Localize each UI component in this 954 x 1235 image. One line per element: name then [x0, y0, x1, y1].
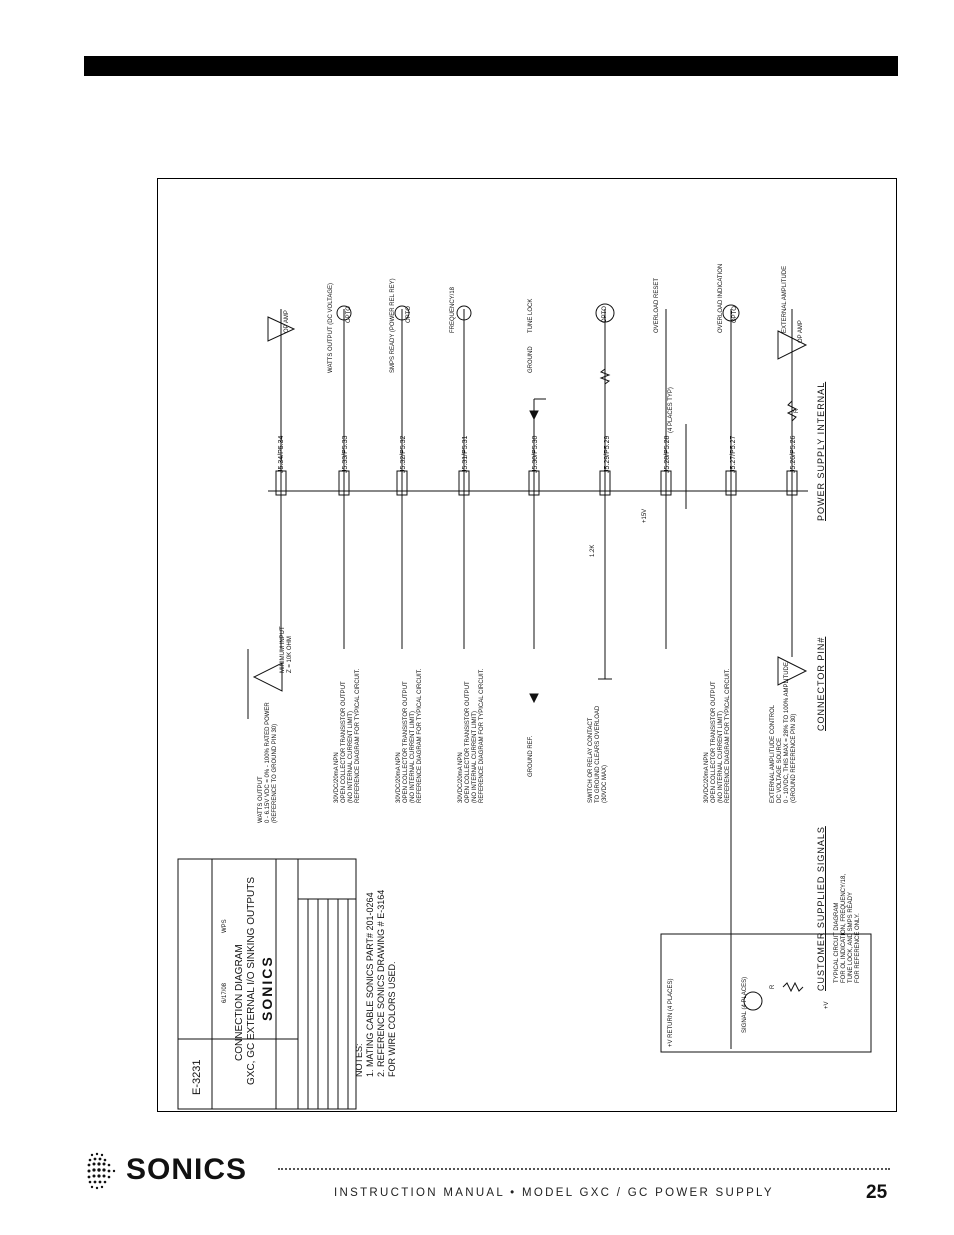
comp-1-2k: 1.2K	[590, 544, 596, 557]
pin-30: J5.30/P5.30	[532, 435, 539, 473]
customer-note-3: SWITCH OR RELAY CONTACT TO GROUND CLEARS…	[588, 705, 608, 803]
customer-note-1: EXTERNAL AMPLITUDE CONTROL DC VOLTAGE SO…	[770, 662, 797, 803]
customer-note-8: WATTS OUTPUT 0 - 6.15V VDC = 0% - 100% R…	[258, 702, 278, 823]
typical-plus-v: +V	[824, 1001, 830, 1009]
footer-dotted-rule	[278, 1168, 890, 1170]
label-smps-ready: SMPS READY (POWER REL REY)	[390, 278, 396, 373]
title-block-title-2: CONNECTION DIAGRAM	[234, 944, 245, 1061]
typical-signal: SIGNAL (4 PLACES)	[742, 976, 748, 1033]
pin-31: J5.31/P5.31	[462, 435, 469, 473]
customer-note-7: 30VDC/20mA NPN OPEN COLLECTOR TRANSISTOR…	[334, 668, 361, 803]
schematic-frame: POWER SUPPLY INTERNAL CONNECTOR PIN# CUS…	[157, 178, 897, 1112]
label-overload-indication: OVERLOAD INDICATION	[718, 263, 724, 333]
pin-28: J5.28/P5.28	[664, 435, 671, 473]
header-connector-pin: CONNECTOR PIN#	[816, 636, 826, 731]
comp-op-amp-1: OP AMP	[798, 320, 804, 343]
comp-opto-1: OPTO	[732, 306, 738, 323]
header-customer-supplied: CUSTOMER SUPPLIED SIGNALS	[816, 826, 826, 991]
pin-29: J5.29/P5.29	[604, 435, 611, 473]
title-block-logo: SONICS	[259, 955, 275, 1021]
footer-logo: SONICS	[86, 1151, 276, 1193]
label-tune-lock: TUNE LOCK	[528, 298, 534, 333]
comp-op-amp-2: OP AMP	[284, 310, 290, 333]
comp-15v: +15V	[642, 508, 648, 523]
customer-note-5: 30VDC/20mA NPN OPEN COLLECTOR TRANSISTOR…	[458, 668, 485, 803]
pin-34: J5.34/P5.34	[278, 435, 285, 473]
footer-manual-text: INSTRUCTION MANUAL • MODEL GXC / GC POWE…	[334, 1187, 774, 1199]
sonics-dots-icon	[87, 1152, 116, 1190]
customer-note-6: 30VDC/20mA NPN OPEN COLLECTOR TRANSISTOR…	[396, 668, 423, 803]
comp-opto-2: OPTO	[602, 306, 608, 323]
label-watts-output: WATTS OUTPUT (DC VOLTAGE)	[328, 283, 334, 373]
header-bar	[84, 56, 898, 76]
page-number: 25	[866, 1182, 888, 1203]
title-block-drawn-by: WPS	[222, 919, 228, 933]
customer-note-2: 30VDC/20mA NPN OPEN COLLECTOR TRANSISTOR…	[704, 668, 731, 803]
resistor-r: R	[794, 408, 800, 413]
customer-note-4: GROUND REF.	[528, 735, 534, 777]
label-frequency: FREQUENCY/18	[450, 286, 456, 333]
comp-opto-3: OPTO	[406, 306, 412, 323]
places-label: (4 PLACES TYP)	[668, 387, 674, 433]
pin-33: J5.33/P5.33	[342, 435, 349, 473]
pin-26: J5.26/P5.26	[790, 435, 797, 473]
typical-return: +V RETURN (4 PLACES)	[668, 978, 674, 1047]
min-input-note: MINIMUM INPUT Z = 10K OHM	[280, 626, 293, 673]
label-external-amplitude: EXTERNAL AMPLITUDE	[782, 265, 788, 333]
footer-logo-word: SONICS	[126, 1153, 248, 1186]
pin-32: J5.32/P5.32	[400, 435, 407, 473]
comp-opto-4: OPTO	[346, 306, 352, 323]
label-ground: GROUND	[528, 346, 534, 373]
schematic-lines	[177, 303, 872, 1110]
header-power-supply-internal: POWER SUPPLY INTERNAL	[816, 381, 826, 521]
typical-r: R	[770, 984, 776, 989]
title-block-title-1: GXC, GC EXTERNAL I/O SINKING OUTPUTS	[246, 877, 257, 1085]
rotated-text-layer: POWER SUPPLY INTERNAL CONNECTOR PIN# CUS…	[158, 179, 898, 1113]
label-overload-reset: OVERLOAD RESET	[654, 277, 660, 333]
title-block-drawing-no: E-3231	[191, 1059, 203, 1095]
pin-27: J5.27/P5.27	[730, 435, 737, 473]
notes-block: NOTES: 1. MATING CABLE SONICS PART# 201-…	[354, 889, 397, 1077]
title-block-date: 6/17/08	[222, 982, 228, 1003]
typical-circuit-title: TYPICAL CIRCUIT DIAGRAM FOR OL INDICATIO…	[834, 873, 861, 983]
